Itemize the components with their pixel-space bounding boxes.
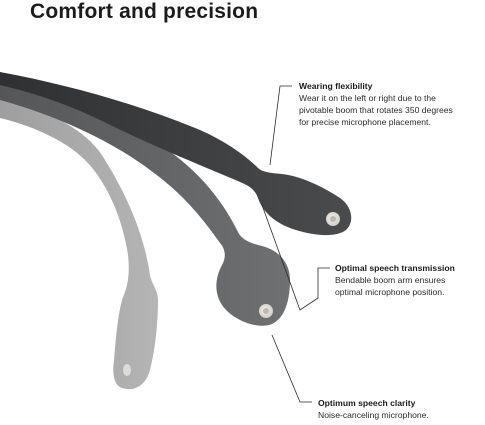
callout-wearing-flexibility: Wearing flexibility Wear it on the left … — [299, 80, 481, 128]
boom-position-dark — [0, 72, 352, 236]
leader-line-speech-clarity — [271, 334, 312, 403]
leader-lines — [261, 85, 330, 403]
leader-line-wearing-flexibility — [269, 85, 292, 166]
callout-optimum-speech-clarity: Optimum speech clarity Noise-canceling m… — [318, 397, 478, 421]
leader-line-speech-transmission — [261, 204, 330, 311]
callout-description: Noise-canceling microphone. — [318, 410, 429, 420]
page-title: Comfort and precision — [30, 0, 259, 23]
callout-heading: Optimal speech transmission — [335, 263, 455, 273]
mic-tip-light — [123, 364, 131, 376]
callout-description: Bendable boom arm ensures optimal microp… — [335, 275, 446, 297]
callout-description: Wear it on the left or right due to the … — [299, 93, 453, 127]
callout-heading: Wearing flexibility — [299, 81, 373, 91]
callout-optimal-speech-transmission: Optimal speech transmission Bendable boo… — [335, 262, 481, 298]
callout-heading: Optimum speech clarity — [318, 398, 416, 408]
boom-position-mid — [0, 80, 290, 326]
boom-position-light — [0, 95, 158, 390]
